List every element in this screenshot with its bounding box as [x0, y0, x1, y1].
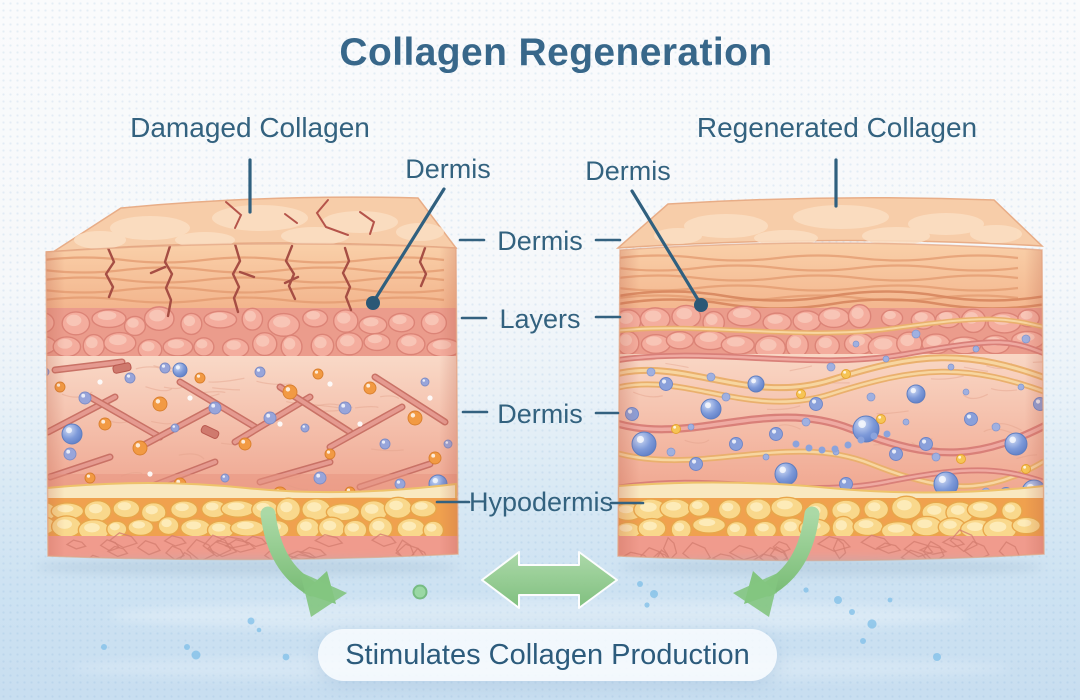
layer-label-hypodermis: Hypodermis — [468, 487, 614, 517]
water-splashes — [101, 581, 941, 661]
layer-label-dermis-1: Dermis — [497, 226, 583, 256]
damaged-skin-illustration — [45, 196, 459, 561]
layer-label-layers: Layers — [499, 304, 581, 334]
regenerated-skin-illustration — [616, 197, 1045, 562]
pointer-dot-left — [366, 296, 380, 310]
pointer-lines — [248, 158, 838, 305]
green-droplet — [412, 584, 428, 600]
label-dashes — [435, 238, 645, 505]
annotation-dermis-right: Dermis — [585, 156, 671, 186]
diagram-title: Collagen Regeneration — [339, 31, 773, 74]
footer-caption-pill: Stimulates Collagen Production — [318, 629, 777, 681]
exchange-arrow — [481, 551, 618, 609]
pointer-dot-right — [694, 298, 708, 312]
layer-label-dermis-2: Dermis — [497, 399, 583, 429]
label-damaged-collagen: Damaged Collagen — [130, 112, 370, 143]
footer-caption: Stimulates Collagen Production — [345, 639, 750, 671]
label-regenerated-collagen: Regenerated Collagen — [696, 112, 978, 143]
annotation-dermis-left: Dermis — [405, 154, 491, 184]
down-arrow-left — [260, 506, 347, 617]
down-arrow-right — [733, 506, 820, 617]
surface-cracks — [225, 199, 376, 236]
